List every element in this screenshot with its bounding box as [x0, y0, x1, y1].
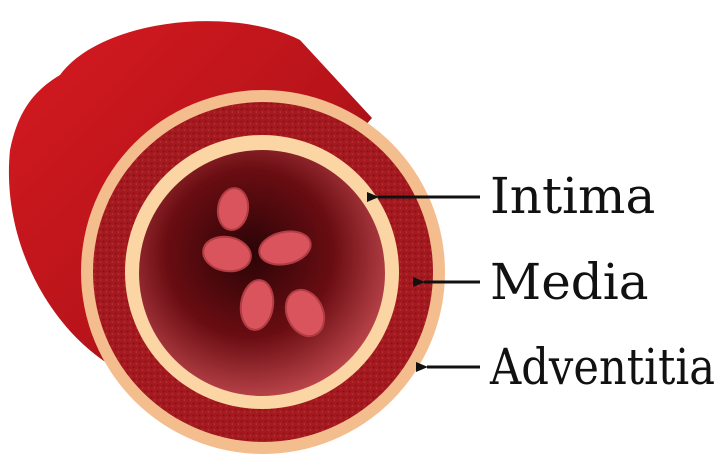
lumen	[139, 150, 385, 396]
intima-label: Intima	[490, 167, 655, 225]
media-label: Media	[490, 253, 649, 311]
adventitia-label: Adventitia	[489, 338, 715, 396]
